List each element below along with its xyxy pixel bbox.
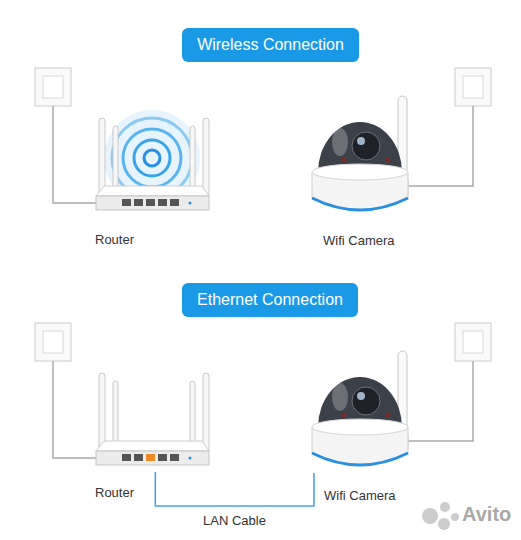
wifi-camera: Wifi Camera <box>305 92 413 218</box>
router: Router <box>95 370 211 472</box>
wifi-camera: Wifi Camera <box>305 347 413 473</box>
device-label: Router <box>95 485 134 500</box>
watermark-logo <box>438 518 450 530</box>
wifi-wave <box>144 150 160 166</box>
router-drawing <box>96 118 209 210</box>
watermark-logo <box>422 508 438 524</box>
lan-port <box>146 454 155 461</box>
watermark-logo <box>440 502 450 512</box>
router: Router <box>95 115 211 217</box>
camera-drawing <box>312 351 408 465</box>
router-drawing <box>96 373 209 465</box>
watermark: Avito <box>462 503 511 526</box>
wifi-wave <box>134 140 170 176</box>
device-label: Wifi Camera <box>324 488 396 503</box>
section-heading: Ethernet Connection <box>182 283 358 317</box>
heading-text: Wireless Connection <box>197 36 344 54</box>
camera-drawing <box>312 96 408 210</box>
wifi-wave <box>123 129 181 187</box>
device-label: Wifi Camera <box>323 233 395 248</box>
edge-label: LAN Cable <box>200 513 269 528</box>
watermark-logo <box>451 513 459 521</box>
heading-text: Ethernet Connection <box>197 291 343 309</box>
lan-cable <box>155 472 314 506</box>
device-label: Router <box>95 232 134 247</box>
section-heading: Wireless Connection <box>182 28 359 62</box>
